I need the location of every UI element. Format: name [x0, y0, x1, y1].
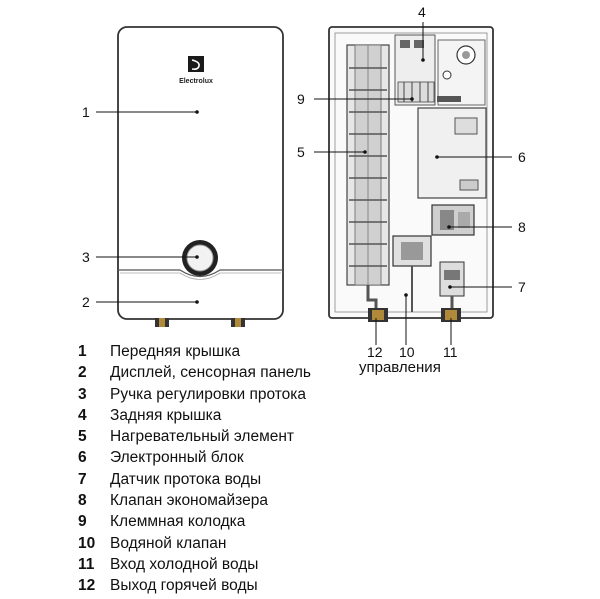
- legend-number: 4: [78, 406, 87, 424]
- legend-text: Задняя крышка: [110, 406, 222, 424]
- callout-3: 3: [82, 249, 90, 265]
- legend-number: 9: [78, 513, 87, 531]
- callout-5: 5: [297, 144, 305, 160]
- callout-12: 12: [367, 344, 383, 360]
- legend-text: Электронный блок: [110, 449, 244, 467]
- legend-number: 1: [78, 343, 87, 360]
- legend-item: 6 Электронный блок: [78, 447, 311, 468]
- legend-item: 4 Задняя крышка: [78, 405, 311, 426]
- legend-number: 5: [78, 428, 87, 446]
- legend-text: Ручка регулировки протока: [110, 385, 307, 403]
- legend-text: Дисплей, сенсорная панель: [110, 364, 312, 382]
- legend-item: 9 Клеммная колодка: [78, 511, 311, 532]
- callout-10: 10: [399, 344, 415, 360]
- legend-text: Передняя крышка: [110, 343, 241, 360]
- legend-text: Водяной клапан: [110, 534, 227, 552]
- callout-1: 1: [82, 104, 90, 120]
- legend-text: Датчик протока воды: [110, 470, 262, 488]
- callout-9: 9: [297, 91, 305, 107]
- legend-number: 7: [78, 470, 87, 488]
- callout-8: 8: [518, 219, 526, 235]
- legend-item: 12 Выход горячей воды: [78, 575, 311, 596]
- callout-4: 4: [418, 4, 426, 20]
- callout-7: 7: [518, 279, 526, 295]
- legend-number: 8: [78, 492, 87, 510]
- back-view: 4 9 5 6 8 7: [297, 4, 526, 345]
- legend-item: 8 Клапан экономайзера: [78, 490, 311, 511]
- cold-water-inlet: [441, 308, 461, 322]
- front-view: Electrolux 1 3 2: [82, 26, 284, 327]
- legend-number: 12: [78, 577, 96, 595]
- legend-text: Нагревательный элемент: [110, 428, 295, 446]
- legend-item: 1 Передняя крышка: [78, 341, 311, 362]
- legend-item: 5 Нагревательный элемент: [78, 426, 311, 447]
- callout-6: 6: [518, 149, 526, 165]
- brand-label: Electrolux: [179, 78, 213, 85]
- legend-text: Вход холодной воды: [110, 555, 259, 573]
- legend-number: 11: [78, 555, 95, 573]
- callout-10-suffix: управления: [359, 359, 441, 376]
- water-valve: [392, 235, 432, 267]
- legend-item: 3 Ручка регулировки протока: [78, 384, 311, 405]
- heating-element: [346, 44, 390, 286]
- legend-number: 6: [78, 449, 87, 467]
- legend-text: Клапан экономайзера: [110, 492, 268, 510]
- legend-number: 3: [78, 385, 87, 403]
- legend-text: Выход горячей воды: [110, 577, 258, 595]
- callout-2: 2: [82, 294, 90, 310]
- heater-diagram: Electrolux 1 3 2: [82, 4, 526, 345]
- electrolux-logo-icon: [188, 56, 204, 72]
- legend-item: 11 Вход холодной воды: [78, 554, 311, 575]
- legend-item: 7 Датчик протока воды: [78, 469, 311, 490]
- legend-number: 10: [78, 534, 96, 552]
- front-cover: [117, 26, 284, 320]
- legend-text: Клеммная колодка: [110, 513, 246, 531]
- legend-list: 1 Передняя крышка 2 Дисплей, сенсорная пан…: [78, 341, 311, 597]
- legend-item: 10 Водяной клапан: [78, 533, 311, 554]
- legend-item: 2 Дисплей, сенсорная панель: [78, 362, 311, 383]
- display-panel-outline: [118, 269, 283, 278]
- hot-water-outlet: [368, 308, 388, 322]
- callout-11: 11: [443, 344, 458, 360]
- legend-number: 2: [78, 364, 87, 382]
